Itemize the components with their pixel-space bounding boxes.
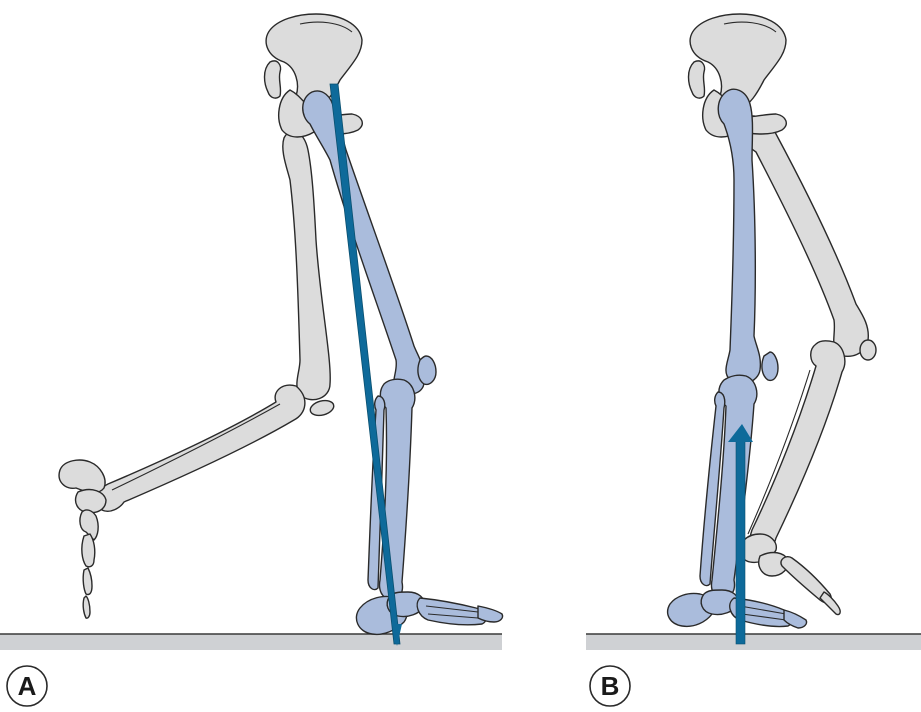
heel-rear-a [58, 459, 106, 494]
force-vector-a [329, 83, 401, 645]
iliac-crest-line-b [723, 21, 777, 33]
front-leg-a [302, 90, 504, 636]
patella-front-b [761, 351, 779, 382]
patella-front-a [417, 355, 437, 386]
sacrum-b [687, 60, 706, 99]
patella-rear-b [859, 339, 877, 361]
panel-label-b-circle [589, 665, 631, 707]
femur-rear-b [742, 115, 870, 358]
toes-front-b [783, 609, 808, 629]
tarsals-rear-a [74, 488, 107, 514]
rear-leg-b [739, 115, 877, 616]
floor-a [0, 634, 502, 650]
phalanx-1-rear-a [82, 567, 93, 596]
toes-front-a [477, 605, 504, 623]
metatarsals-front-b [729, 597, 794, 628]
metatarsal-lines-front-a [425, 605, 479, 619]
panel-a [0, 13, 504, 650]
tibia-rear-a [95, 384, 306, 512]
force-vector-b [735, 439, 746, 645]
metatarsal-1-rear-a [79, 509, 99, 541]
tarsals-rear-b [758, 551, 789, 577]
patella-rear-a [309, 399, 335, 417]
metatarsals-rear-b [780, 556, 832, 604]
fibula-line-rear-b [747, 369, 811, 535]
toes-rear-b [819, 591, 841, 616]
metatarsal-lines-front-b [739, 605, 787, 621]
phalanx-2-rear-a [82, 595, 91, 619]
iliac-crest-line-a [299, 21, 353, 33]
panel-label-a: A [6, 665, 48, 707]
panel-b [586, 13, 921, 650]
panel-label-a-circle [6, 665, 48, 707]
panel-label-b: B [589, 665, 631, 707]
force-vector-a-arrowhead [392, 624, 402, 646]
rear-leg-a [58, 130, 335, 619]
ilium-b [689, 13, 787, 114]
femur-rear-a [282, 130, 331, 401]
panel-label-a-text: A [18, 671, 37, 701]
metatarsal-2-rear-a [81, 533, 96, 568]
fibula-front-b [699, 391, 726, 587]
floor-b [586, 634, 921, 650]
sacrum-a [263, 60, 282, 99]
metatarsals-front-a [416, 597, 487, 626]
fibula-line-rear-a [111, 403, 281, 491]
panel-label-b-text: B [601, 671, 620, 701]
force-vector-b-arrowhead [728, 424, 753, 442]
